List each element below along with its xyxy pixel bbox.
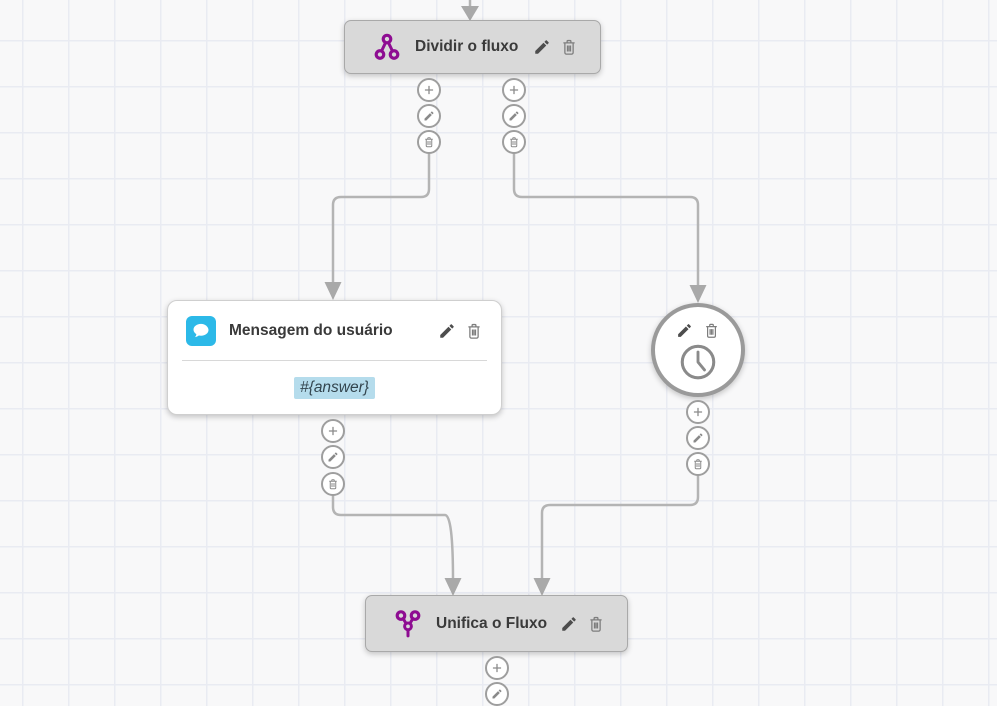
edit-connector-button[interactable] [321,445,345,469]
arrow-down-icon [533,578,551,596]
node-split-flow[interactable]: Dividir o fluxo [344,20,601,74]
add-step-button[interactable] [321,419,345,443]
clock-icon [677,342,719,384]
delete-icon[interactable] [703,322,720,339]
node-merge-title: Unifica o Fluxo [436,614,548,632]
edit-icon[interactable] [533,38,551,56]
node-split-title: Dividir o fluxo [415,38,519,55]
arrow-down-icon [461,6,479,21]
arrow-down-icon [689,285,707,303]
edit-icon[interactable] [560,615,578,633]
wire-message-to-merge [331,495,455,581]
merge-flow-icon [393,609,423,639]
edit-icon[interactable] [438,322,456,340]
edit-connector-button[interactable] [686,426,710,450]
node-divider [182,360,487,361]
edit-connector-button[interactable] [485,682,509,706]
wire-timer-to-merge [540,475,700,580]
delete-connector-button[interactable] [321,472,345,496]
delete-connector-button[interactable] [417,130,441,154]
wire-split-to-message [331,153,431,284]
arrow-down-icon [324,282,342,300]
wire-split-to-timer [512,153,700,287]
edit-icon[interactable] [676,322,693,339]
arrow-down-icon [444,578,462,596]
add-step-button[interactable] [502,78,526,102]
edit-connector-button[interactable] [417,104,441,128]
variable-chip[interactable]: #{answer} [294,376,375,399]
node-merge-flow[interactable]: Unifica o Fluxo [365,595,628,652]
delete-connector-button[interactable] [686,452,710,476]
delete-icon[interactable] [465,322,483,340]
add-step-button[interactable] [686,400,710,424]
node-user-message-header: Mensagem do usuário [168,301,501,360]
node-user-message[interactable]: Mensagem do usuário #{answer} [167,300,502,415]
node-timer[interactable] [651,303,745,397]
delete-icon[interactable] [587,615,605,633]
delete-icon[interactable] [560,38,578,56]
add-step-button[interactable] [485,656,509,680]
chat-bubble-icon [186,315,216,346]
delete-connector-button[interactable] [502,130,526,154]
split-flow-icon [372,32,402,62]
edit-connector-button[interactable] [502,104,526,128]
node-user-message-title: Mensagem do usuário [229,321,393,339]
add-step-button[interactable] [417,78,441,102]
node-user-message-body: #{answer} [168,361,501,414]
